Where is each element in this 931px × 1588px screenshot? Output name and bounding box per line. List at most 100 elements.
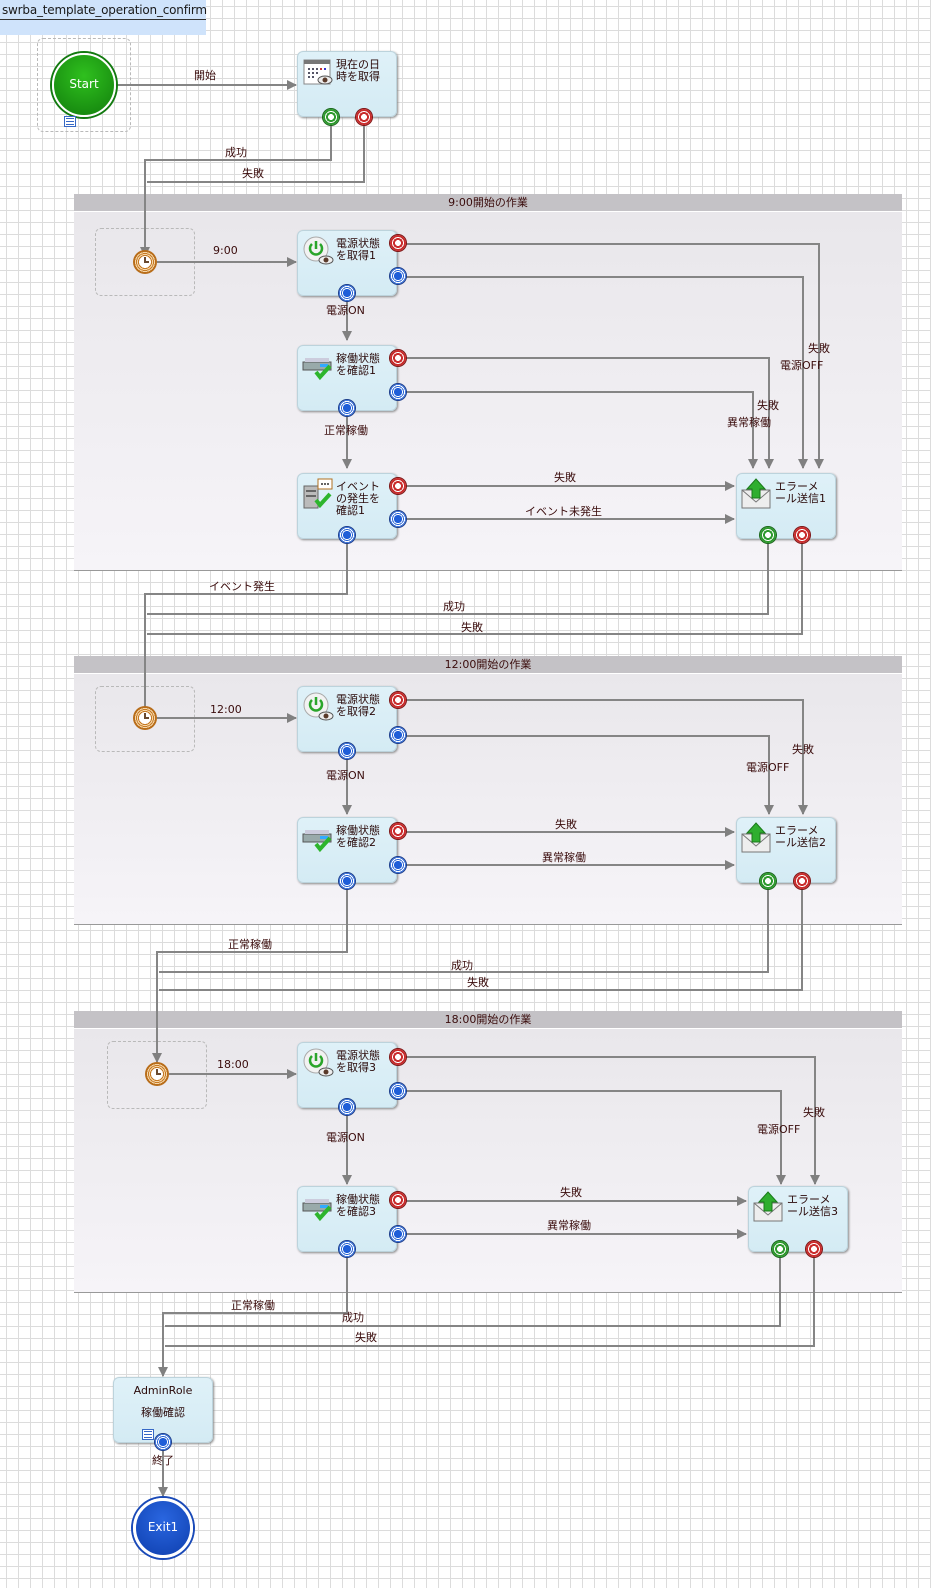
output-port[interactable] [390, 384, 406, 400]
edge-event1-occ [140, 542, 348, 717]
edge-label: 終了 [152, 1454, 174, 1467]
lane-header: 9:00開始の作業 [74, 194, 902, 212]
edge-mail2-success [159, 888, 769, 973]
power-eye-icon [303, 692, 334, 721]
exit-label: Exit1 [147, 1520, 179, 1534]
error-port[interactable] [390, 692, 406, 708]
edge-mail2-fail [159, 888, 803, 991]
error-port[interactable] [390, 478, 406, 494]
error-port[interactable] [390, 235, 406, 251]
output-port[interactable] [390, 511, 406, 527]
edge-label: 成功 [225, 146, 247, 159]
edge-power2-fail [406, 699, 808, 815]
edge-label: 9:00 [213, 244, 238, 257]
output-port[interactable] [339, 1241, 355, 1257]
node-status-2[interactable]: 稼働状態 を確認2 [297, 817, 397, 883]
edge-status3-ok [158, 1256, 348, 1377]
node-power-3[interactable]: 電源状態 を取得3 [297, 1042, 397, 1108]
output-port[interactable] [339, 1099, 355, 1115]
properties-icon[interactable] [142, 1429, 154, 1440]
timer-icon[interactable] [145, 1062, 169, 1086]
node-label: 電源状態 を取得1 [336, 237, 380, 262]
error-port[interactable] [794, 873, 810, 889]
node-label: 現在の日 時を取得 [336, 58, 380, 83]
output-port[interactable] [390, 857, 406, 873]
edge-mail3-fail [165, 1256, 815, 1347]
edge-label: 失敗 [467, 976, 489, 989]
edge-mail1-success [147, 542, 769, 615]
role-label: AdminRole [133, 1384, 193, 1397]
node-get-datetime[interactable]: 現在の日 時を取得 [297, 51, 397, 117]
output-port[interactable] [390, 1083, 406, 1099]
node-mail-2[interactable]: エラーメ ール送信2 [736, 817, 836, 883]
edge-power3-off [406, 1090, 786, 1185]
edge-label: 電源ON [326, 769, 365, 782]
node-label: 稼働状態 を確認3 [336, 1193, 380, 1218]
edge-status1-fail [406, 357, 774, 469]
output-port[interactable] [339, 873, 355, 889]
error-port[interactable] [390, 1192, 406, 1208]
properties-icon[interactable] [64, 116, 76, 127]
edge-label: 異常稼働 [547, 1219, 591, 1232]
node-mail-1[interactable]: エラーメ ール送信1 [736, 473, 836, 539]
edge-label: 失敗 [808, 342, 830, 355]
error-port[interactable] [390, 1049, 406, 1065]
node-label: 電源状態 を取得3 [336, 1049, 380, 1074]
edge-label: 電源ON [326, 304, 365, 317]
node-label: エラーメ ール送信1 [775, 480, 826, 505]
start-label: Start [69, 77, 99, 91]
title-underline [0, 19, 206, 20]
server-check-icon [302, 1199, 332, 1222]
edge-failure [147, 124, 365, 183]
output-port[interactable] [390, 1226, 406, 1242]
output-port[interactable] [339, 743, 355, 759]
node-label: 稼働状態 を確認1 [336, 352, 380, 377]
error-port[interactable] [390, 350, 406, 366]
success-port[interactable] [760, 527, 776, 543]
output-port[interactable] [339, 400, 355, 416]
node-mail-3[interactable]: エラーメ ール送信3 [748, 1186, 848, 1252]
node-label: イベント の発生を 確認1 [336, 480, 380, 517]
task-label: 稼働確認 [141, 1406, 185, 1419]
edge-label: 電源OFF [757, 1123, 801, 1136]
success-port[interactable] [323, 109, 339, 125]
error-port[interactable] [794, 527, 810, 543]
output-port[interactable] [155, 1434, 171, 1450]
edge-power1-off [406, 276, 808, 469]
edge-label: 開始 [194, 69, 216, 82]
calendar-eye-icon [303, 59, 333, 85]
node-label: 稼働状態 を確認2 [336, 824, 380, 849]
lane-header: 18:00開始の作業 [74, 1011, 902, 1029]
edge-label: 異常稼働 [542, 851, 586, 864]
diagram-title[interactable]: swrba_template_operation_confirm [2, 3, 207, 17]
error-port[interactable] [356, 109, 372, 125]
node-admin-task[interactable]: AdminRole 稼働確認 [113, 1377, 213, 1443]
edge-label: 電源OFF [780, 359, 824, 372]
node-power-2[interactable]: 電源状態 を取得2 [297, 686, 397, 752]
mail-upload-icon [753, 1191, 783, 1222]
success-port[interactable] [760, 873, 776, 889]
timer-icon[interactable] [133, 706, 157, 730]
edge-label: イベント未発生 [525, 505, 602, 518]
timer-icon[interactable] [133, 250, 157, 274]
power-eye-icon [303, 236, 334, 265]
output-port[interactable] [390, 727, 406, 743]
node-label: 電源状態 を取得2 [336, 693, 380, 718]
error-port[interactable] [390, 823, 406, 839]
output-port[interactable] [390, 268, 406, 284]
edge-status2-ok [152, 888, 348, 1063]
mail-upload-icon [741, 822, 771, 853]
edge-label: 失敗 [355, 1331, 377, 1344]
edge-label: イベント発生 [209, 580, 275, 593]
output-port[interactable] [339, 285, 355, 301]
edge-label: 電源ON [326, 1131, 365, 1144]
edge-label: 正常稼働 [324, 424, 368, 437]
output-port[interactable] [339, 527, 355, 543]
edge-power2-off [406, 735, 774, 815]
edge-label: 失敗 [803, 1106, 825, 1119]
start-event[interactable]: Start [52, 53, 116, 117]
error-port[interactable] [806, 1241, 822, 1257]
success-port[interactable] [772, 1241, 788, 1257]
exit-event[interactable]: Exit1 [133, 1498, 193, 1558]
